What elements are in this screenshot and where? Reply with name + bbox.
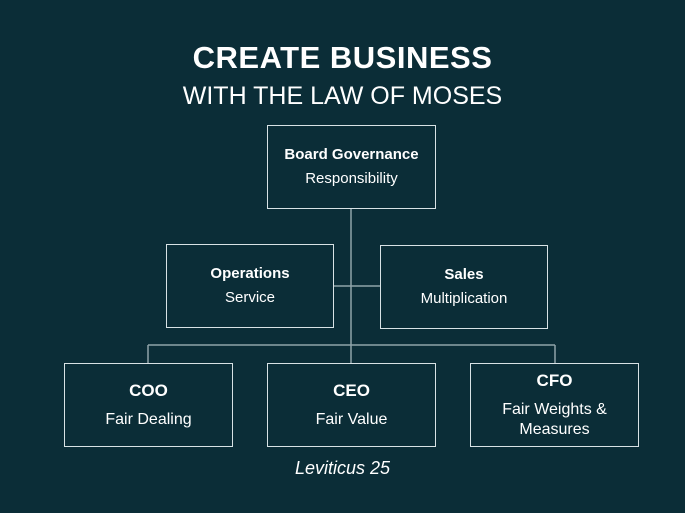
board-governance-title: Board Governance [284, 146, 419, 163]
sales-subtitle: Multiplication [420, 290, 508, 307]
cfo-title: CFO [536, 371, 573, 390]
ceo-box: CEO Fair Value [267, 363, 436, 447]
operations-title: Operations [210, 265, 290, 282]
sales-title: Sales [444, 266, 484, 283]
scripture-reference: Leviticus 25 [294, 458, 391, 478]
coo-box: COO Fair Dealing [64, 363, 233, 447]
operations-subtitle: Service [224, 289, 276, 306]
operations-box: Operations Service [166, 244, 334, 328]
board-governance-box: Board Governance Responsibility [267, 125, 436, 209]
cfo-box: CFO Fair Weights & Measures [470, 363, 639, 447]
slide-title: CREATE BUSINESS [192, 40, 493, 75]
sales-box: Sales Multiplication [380, 245, 548, 329]
coo-subtitle: Fair Dealing [105, 411, 192, 428]
ceo-title: CEO [333, 381, 370, 400]
ceo-subtitle: Fair Value [315, 411, 388, 428]
board-governance-subtitle: Responsibility [305, 170, 398, 187]
coo-title: COO [129, 381, 168, 400]
slide-subtitle: WITH THE LAW OF MOSES [182, 82, 503, 110]
cfo-subtitle: Fair Weights & Measures [502, 401, 607, 438]
